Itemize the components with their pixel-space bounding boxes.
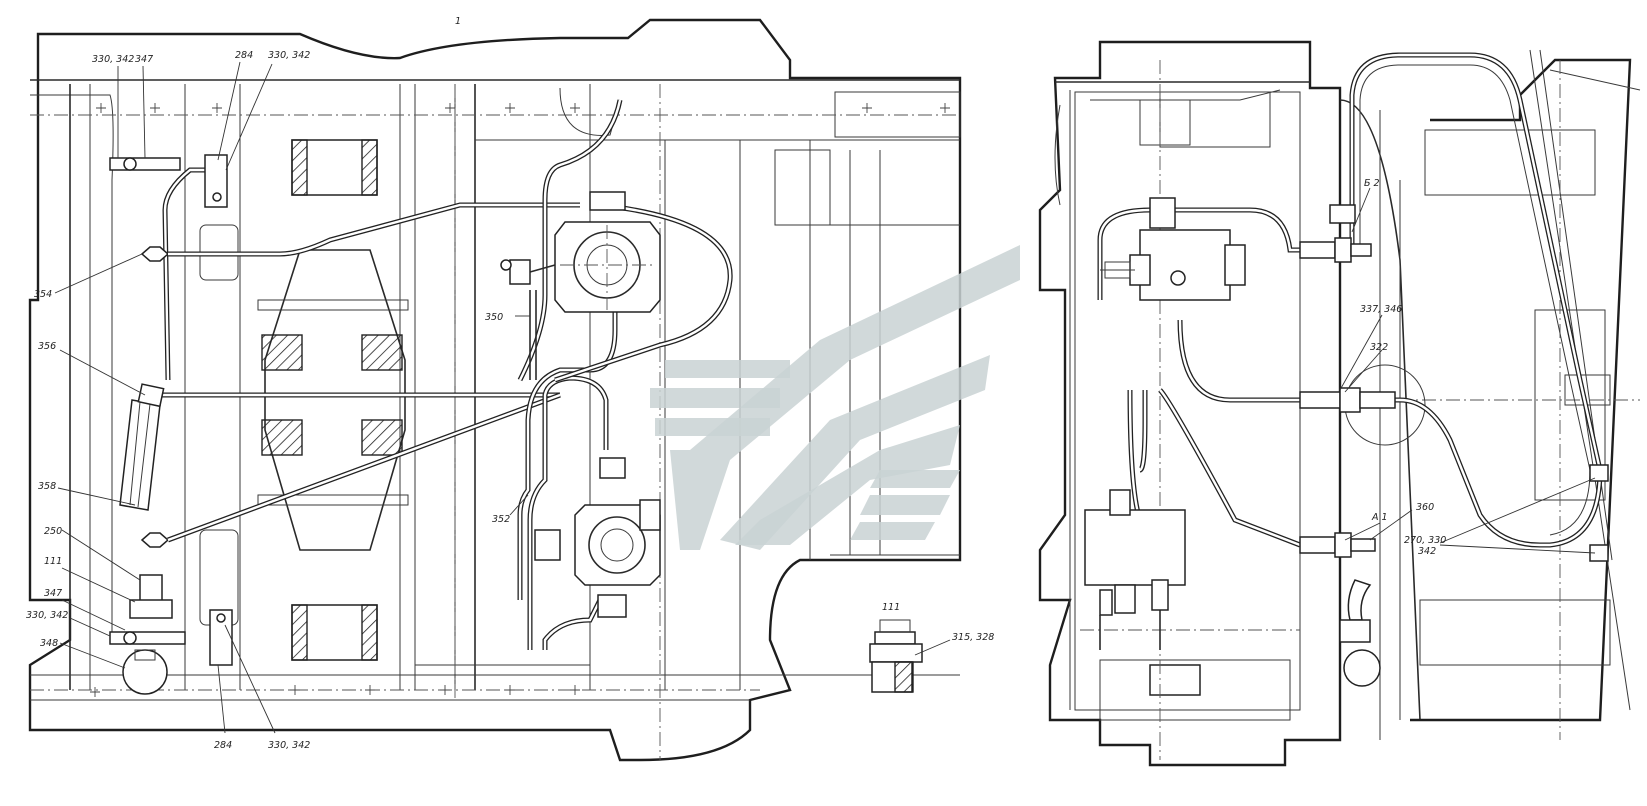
label-354: 354 [34,289,52,300]
leader-lines-right [1339,187,1596,554]
label-342-right: 342 [1418,546,1436,557]
right-drain-cock [1339,579,1381,687]
spring-hub [257,139,409,661]
cross-marks-left [90,103,950,697]
label-337-346: 337, 346 [1360,304,1402,315]
label-330-342-left: 330, 342 [26,610,68,621]
label-a1: А 1 [1371,512,1388,523]
clamp-347-top [109,157,181,171]
right-frame-outline [1038,40,1342,767]
upper-air-valve [500,191,661,313]
label-360: 360 [1416,502,1434,513]
label-347-bottom: 347 [44,588,62,599]
label-356: 356 [38,341,56,352]
label-250: 250 [44,526,62,537]
drain-valve-assembly [109,529,239,695]
label-350: 350 [485,312,503,323]
label-330-342-bottom: 330, 342 [268,740,310,751]
leader-lines-left [54,61,951,734]
label-b2: Б 2 [1364,178,1380,189]
label-348: 348 [40,638,58,649]
flexible-hose [119,383,165,511]
label-330-342-top2: 330, 342 [268,50,310,61]
valve-icon [122,649,168,695]
right-valve-upper [1100,197,1246,301]
label-111-left: 111 [44,556,62,567]
lower-air-valve [534,457,661,618]
detail-view-111 [869,619,923,693]
label-mark: 1 [455,16,461,27]
right-valve-lower [1084,489,1186,650]
label-322: 322 [1370,342,1388,353]
left-view [28,18,962,762]
part-labels: 1 330, 342 347 284 330, 342 354 356 358 … [26,16,1446,751]
label-358: 358 [38,481,56,492]
label-284-top: 284 [235,50,253,61]
right-fittings [1299,204,1609,562]
right-view [1038,40,1641,767]
label-315-328: 315, 328 [952,632,994,643]
bracket-284-top [204,154,228,208]
label-330-342-top: 330, 342 [92,54,134,65]
label-284-bottom: 284 [214,740,232,751]
label-347-top: 347 [135,54,153,65]
frame-outline [28,18,962,762]
label-352: 352 [492,514,510,525]
label-270-330: 270, 330 [1404,535,1446,546]
watermark-logo [650,245,1020,550]
label-111-detail: 111 [882,602,900,613]
